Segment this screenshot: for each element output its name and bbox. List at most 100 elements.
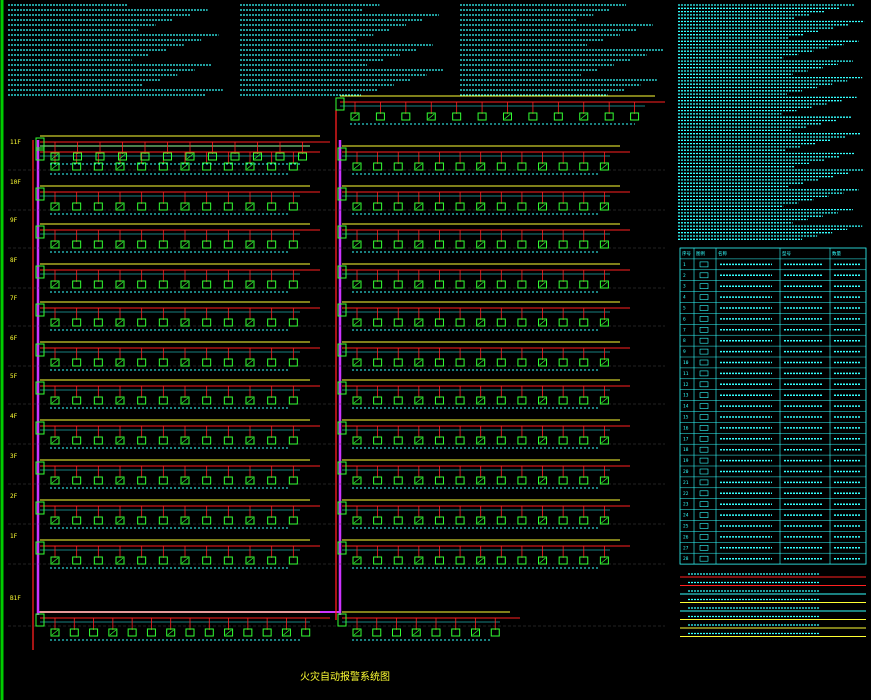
device-symbol <box>373 280 383 289</box>
device-mark <box>167 629 174 636</box>
device-symbol <box>180 240 190 249</box>
legend-index: 18 <box>683 447 689 453</box>
legend-symbol <box>699 457 709 464</box>
device-mark <box>601 557 608 564</box>
device-mark <box>186 153 194 160</box>
device-symbol <box>414 202 424 211</box>
device-symbol <box>180 396 190 405</box>
device-mark <box>246 557 254 564</box>
device-symbol <box>414 162 424 171</box>
device-symbol <box>72 318 82 327</box>
junction-box <box>35 381 45 395</box>
device-symbol <box>93 556 103 565</box>
floor-label: 7F <box>10 295 18 302</box>
device-mark <box>181 437 189 444</box>
device-symbol <box>517 556 527 565</box>
device-symbol <box>267 516 277 525</box>
device-mark <box>353 437 361 444</box>
legend-index: 14 <box>683 404 689 410</box>
legend-symbol <box>699 392 709 399</box>
device-mark <box>116 203 124 210</box>
device-symbol <box>72 280 82 289</box>
device-symbol <box>372 628 382 637</box>
device-symbol <box>202 516 212 525</box>
device-symbol <box>579 436 589 445</box>
device-symbol <box>245 280 255 289</box>
junction-box <box>35 461 45 475</box>
legend-symbol <box>699 305 709 311</box>
device-symbol <box>599 202 609 211</box>
device-symbol <box>72 240 82 249</box>
device-symbol <box>93 358 103 367</box>
device-symbol <box>93 516 103 525</box>
device-mark <box>181 241 189 248</box>
device-symbol <box>137 556 147 565</box>
device-symbol <box>158 436 168 445</box>
device-symbol <box>180 280 190 289</box>
device-symbol <box>496 202 506 211</box>
device-symbol <box>558 476 568 485</box>
device-symbol <box>517 202 527 211</box>
device-symbol <box>393 556 403 565</box>
device-symbol <box>579 358 589 367</box>
device-symbol <box>137 396 147 405</box>
device-symbol <box>517 240 527 249</box>
device-symbol <box>476 516 486 525</box>
device-symbol <box>414 280 424 289</box>
device-symbol <box>538 202 548 211</box>
device-symbol <box>202 202 212 211</box>
device-mark <box>353 517 361 524</box>
device-symbol <box>496 162 506 171</box>
device-mark <box>601 359 608 366</box>
device-mark <box>601 163 608 170</box>
device-symbol <box>455 240 465 249</box>
device-mark <box>116 517 124 524</box>
device-mark <box>601 203 608 210</box>
device-mark <box>539 203 546 210</box>
device-symbol <box>115 396 125 405</box>
device-symbol <box>73 152 82 161</box>
device-symbol <box>414 358 424 367</box>
device-symbol <box>517 396 527 405</box>
device-mark <box>539 477 546 484</box>
device-mark <box>51 319 59 326</box>
device-mark <box>601 241 608 248</box>
device-symbol <box>93 240 103 249</box>
legend-symbol <box>699 414 709 420</box>
device-symbol <box>158 556 168 565</box>
device-symbol <box>476 280 486 289</box>
device-symbol <box>373 318 383 327</box>
device-symbol <box>476 396 486 405</box>
legend-index: 22 <box>683 491 689 497</box>
floor-label: 5F <box>10 373 18 380</box>
legend-symbol <box>699 446 709 453</box>
device-mark <box>246 281 254 288</box>
device-symbol <box>393 280 403 289</box>
device-mark <box>116 397 124 404</box>
device-mark <box>116 241 124 248</box>
device-symbol <box>558 396 568 405</box>
junction-box <box>35 343 45 357</box>
device-mark <box>116 477 124 484</box>
device-symbol <box>558 240 568 249</box>
device-symbol <box>223 436 233 445</box>
device-mark <box>246 203 254 210</box>
device-symbol <box>267 476 277 485</box>
device-symbol <box>288 476 298 485</box>
device-mark <box>353 359 361 366</box>
device-symbol <box>579 280 589 289</box>
device-mark <box>415 477 423 484</box>
legend-symbol <box>699 261 709 268</box>
device-symbol <box>180 476 190 485</box>
device-mark <box>181 203 189 210</box>
device-symbol <box>115 358 125 367</box>
legend-symbol <box>699 348 709 355</box>
device-symbol <box>180 556 190 565</box>
device-symbol <box>496 476 506 485</box>
device-mark <box>246 163 254 170</box>
device-symbol <box>223 516 233 525</box>
device-symbol <box>538 162 548 171</box>
device-mark <box>601 437 608 444</box>
